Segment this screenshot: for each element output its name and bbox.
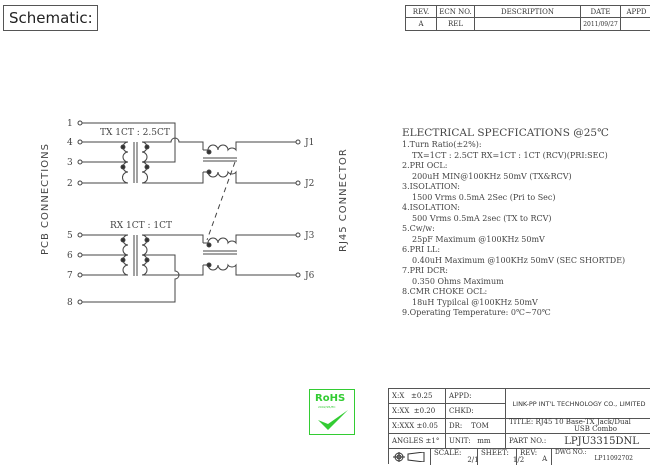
third-angle-projection-icon (392, 452, 424, 462)
rev-field: REV:A (517, 449, 552, 465)
choke-coupling-dashed-line (206, 161, 236, 241)
angles-tolerance: ANGLES ±1° (389, 434, 446, 449)
date-value: 2011/09/27 (581, 18, 621, 30)
drawn-by-field: DR: TOM (446, 419, 506, 434)
spec-line: 200uH MIN@100KHz 50mV (TX&RCV) (412, 171, 572, 181)
spec-line: 2.PRI OCL: (402, 161, 448, 170)
left-pins: 1 4 3 2 5 6 7 8 (67, 119, 73, 308)
spec-line: 6.PRI LL: (402, 245, 441, 254)
rj45-connector-label: RJ45 CONNECTOR (338, 148, 349, 252)
part-number: PART NO.:LPJU3315DNL (506, 434, 650, 449)
specs-title: ELECTRICAL SPECFICATIONS @25℃ (402, 127, 609, 139)
rx-choke (203, 234, 296, 276)
appd-field: APPD: (446, 389, 506, 404)
rx-transformer (82, 234, 204, 303)
pin-j2-label: J2 (304, 179, 314, 189)
spec-line: 5.Cw/w: (402, 224, 435, 233)
rx-ratio-label: RX 1CT : 1CT (110, 221, 172, 231)
appd-value (621, 18, 650, 30)
spec-line: TX=1CT : 2.5CT RX=1CT : 1CT (RCV)(PRI:SE… (412, 150, 608, 160)
spec-line: 7.PRI DCR: (402, 266, 448, 275)
pin-3-label: 3 (67, 158, 73, 168)
drawing-number: DWG NO.:LP11092702 (555, 449, 633, 462)
pin-circles (77, 120, 301, 305)
pin-j1-label: J1 (304, 138, 314, 148)
rohs-label: RoHS (315, 393, 346, 404)
pin-4-label: 4 (67, 138, 73, 148)
spec-line: 1.Turn Ratio(±2%): (402, 140, 482, 149)
unit-field: UNIT: mm (446, 434, 506, 449)
pin-7-label: 7 (67, 271, 73, 281)
pin-2-label: 2 (67, 179, 73, 189)
tolerance-xxx: X:XXX ±0.05 (389, 419, 446, 434)
scale-field: SCALE:2/1 (431, 449, 479, 465)
sheet-field: SHEET:1/2 (478, 449, 524, 465)
spec-line: 500 Vrms 0.5mA 2sec (TX to RCV) (412, 213, 552, 223)
date-header: DATE (581, 6, 621, 18)
spec-line: 0.350 Ohms Maximum (412, 276, 504, 286)
description-header: DESCRIPTION (475, 6, 581, 18)
spec-line: 18uH Typilcal @100KHz 50mV (412, 297, 538, 307)
rohs-directive: 2002/95/EC (318, 405, 336, 409)
tx-choke (203, 141, 296, 184)
ecn-header: ECN NO. (437, 6, 475, 18)
pin-5-label: 5 (67, 231, 73, 241)
schematic-diagram: PCB CONNECTIONS RJ45 CONNECTOR TX 1CT : … (40, 119, 349, 308)
pcb-connections-label: PCB CONNECTIONS (40, 143, 51, 255)
spec-line: 1500 Vrms 0.5mA 2Sec (Pri to Sec) (412, 192, 556, 202)
pin-1-label: 1 (67, 119, 73, 129)
title-block: X:X ±0.25 X:XX ±0.20 X:XXX ±0.05 ANGLES … (388, 388, 650, 465)
tolerance-x: X:X ±0.25 (389, 389, 446, 404)
pin-6-label: 6 (67, 251, 73, 261)
spec-line: 8.CMR CHOKE OCL: (402, 287, 488, 296)
chkd-field: CHKD: (446, 404, 506, 419)
ecn-value: REL (437, 18, 475, 30)
tolerance-xx: X:XX ±0.20 (389, 404, 446, 419)
rev-header: REV. (406, 6, 437, 18)
spec-line: 25pF Maximum @100KHz 50mV (412, 234, 545, 244)
checkmark-icon (318, 410, 348, 430)
description-value (475, 18, 581, 30)
rohs-logo: RoHS 2002/95/EC (309, 389, 355, 435)
drawing-title: TITLE: RJ45 10 Base-TX Jack/Dual USB Com… (506, 419, 650, 434)
revision-table: REV. ECN NO. DESCRIPTION DATE APPD A REL… (405, 5, 650, 31)
appd-header: APPD (621, 6, 650, 18)
tx-ratio-label: TX 1CT : 2.5CT (100, 128, 170, 138)
spec-line: 9.Operating Temperature: 0℃~70℃ (402, 308, 551, 317)
company-name: LINK-PP INT'L TECHNOLOGY CO., LIMITED (506, 389, 650, 419)
tx-transformer (82, 122, 204, 184)
pin-j3-label: J3 (304, 231, 315, 241)
pin-j6-label: J6 (304, 271, 315, 281)
projection-symbol (389, 449, 431, 465)
spec-line: 0.40uH Maximum @100KHz 50mV (SEC SHORTDE… (412, 255, 626, 265)
rev-value: A (406, 18, 437, 30)
electrical-specifications: ELECTRICAL SPECFICATIONS @25℃ 1.Turn Rat… (402, 127, 625, 319)
spec-line: 3.ISOLATION: (402, 182, 460, 191)
right-pins: J1 J2 J3 J6 (304, 138, 315, 281)
schematic-title: Schematic: (3, 5, 98, 31)
spec-line: 4.ISOLATION: (402, 203, 460, 212)
pin-8-label: 8 (67, 298, 73, 308)
